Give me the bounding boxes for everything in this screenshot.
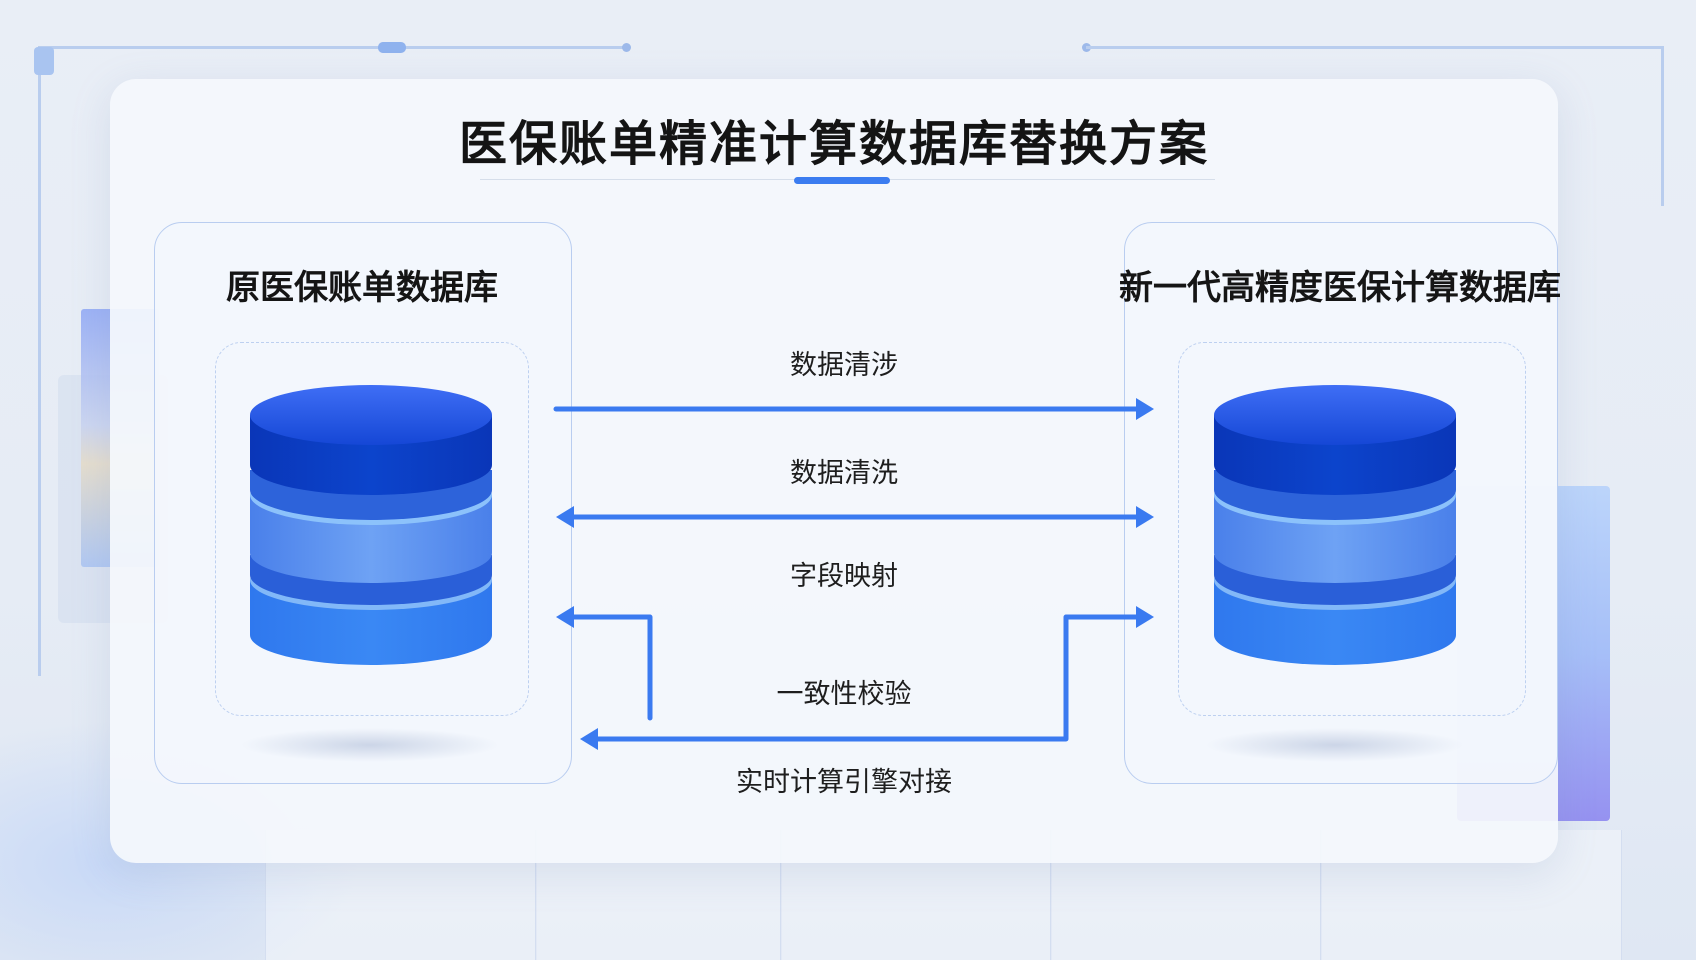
deco-dot-left [622, 43, 631, 52]
flow-label-2: 数据清洗 [790, 458, 898, 489]
arrowhead-left-4 [556, 606, 574, 628]
flow-arrow-5-line [591, 614, 1143, 742]
left-db-inner-frame [215, 342, 529, 716]
right-db-title: 新一代高精度医保计算数据库 [1119, 268, 1561, 308]
database-icon [250, 385, 492, 665]
deco-line-left-vertical [38, 46, 41, 676]
deco-pill [378, 42, 406, 53]
flow-label-4: 一致性校验 [776, 679, 912, 710]
page-title: 医保账单精准计算数据库替换方案 [458, 116, 1209, 172]
deco-line-top-left [38, 46, 628, 49]
flow-label-1: 数据清涉 [790, 350, 898, 381]
arrowhead-right-1 [1136, 398, 1154, 420]
arrowhead-right-5 [1136, 606, 1154, 628]
arrowhead-left-2 [556, 506, 574, 528]
left-db-title: 原医保账单数据库 [226, 268, 498, 308]
flow-arrow-4-left-hook [565, 614, 653, 721]
title-accent-bar [794, 177, 890, 184]
database-icon [1214, 385, 1456, 665]
deco-corner-block [34, 47, 54, 75]
flow-label-3: 字段映射 [790, 561, 898, 592]
flow-label-5: 实时计算引擎对接 [736, 767, 952, 798]
arrowhead-left-5 [580, 728, 598, 750]
left-db-shadow [240, 728, 500, 762]
deco-line-right-vertical [1661, 46, 1664, 206]
arrowhead-right-2 [1136, 506, 1154, 528]
right-db-shadow [1205, 728, 1465, 762]
right-db-inner-frame [1178, 342, 1526, 716]
deco-line-top-right [1086, 46, 1664, 49]
